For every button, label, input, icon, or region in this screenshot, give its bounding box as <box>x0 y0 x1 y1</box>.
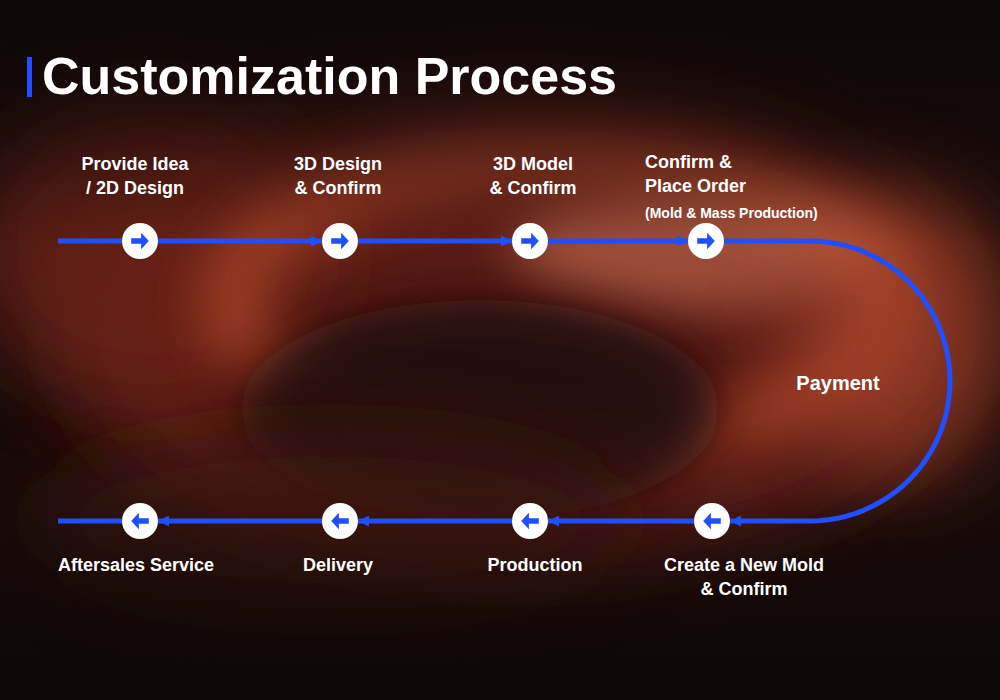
step-name: Confirm & Place Order <box>645 150 775 198</box>
step-name: 3D Design & Confirm <box>291 152 386 200</box>
arrow-icon <box>701 510 723 532</box>
arrow-icon-shape <box>131 513 149 530</box>
title-accent-bar <box>27 57 32 97</box>
flow-line <box>158 519 322 524</box>
arrow-icon <box>695 230 717 252</box>
step-name: Delivery <box>263 553 413 577</box>
arrow-icon-shape <box>521 233 539 250</box>
step-circle: 3D Model & Confirm <box>512 223 548 259</box>
step-circle: Provide Idea / 2D Design <box>122 223 158 259</box>
step-name: Create a New Mold & Confirm <box>660 553 828 601</box>
flow-line <box>548 519 694 524</box>
arrow-icon <box>519 230 541 252</box>
arrow-icon <box>129 230 151 252</box>
flow-line <box>724 241 950 521</box>
arrow-icon <box>129 510 151 532</box>
arrow-icon <box>519 510 541 532</box>
step-note: (Mold & Mass Production) <box>645 204 775 222</box>
flow-line <box>158 239 322 244</box>
step-circle: Aftersales Service <box>122 503 158 539</box>
step-circle: Delivery <box>322 503 358 539</box>
step-label: 3D Model & Confirm <box>489 152 577 200</box>
step-label: Create a New Mold & Confirm <box>660 553 828 601</box>
arrow-icon-shape <box>331 233 349 250</box>
step-label: 3D Design & Confirm <box>291 152 386 200</box>
arrow-icon-shape <box>521 513 539 530</box>
arrow-icon <box>329 230 351 252</box>
lead-out-line <box>58 519 122 524</box>
step-name: 3D Model & Confirm <box>489 152 577 200</box>
arrow-icon-shape <box>331 513 349 530</box>
step-label: Delivery <box>263 553 413 577</box>
arrow-icon-shape <box>703 513 721 530</box>
step-circle: 3D Design & Confirm <box>322 223 358 259</box>
step-circle: Create a New Mold & Confirm <box>694 503 730 539</box>
flow-line <box>358 239 512 244</box>
step-name: Aftersales Service <box>36 553 236 577</box>
step-circle: Confirm & Place Order(Mold & Mass Produc… <box>688 223 724 259</box>
step-name: Provide Idea / 2D Design <box>79 152 191 200</box>
step-label: Confirm & Place Order (Mold & Mass Produc… <box>645 150 775 222</box>
step-circle: Production <box>512 503 548 539</box>
step-label: Production <box>460 553 610 577</box>
step-label: Aftersales Service <box>36 553 236 577</box>
step-label: Provide Idea / 2D Design <box>79 152 191 200</box>
flow-line <box>548 239 688 244</box>
edge-label: Payment <box>796 370 879 396</box>
arrow-icon-shape <box>697 233 715 250</box>
arrow-icon-shape <box>131 233 149 250</box>
step-name: Production <box>460 553 610 577</box>
flow-line <box>358 519 512 524</box>
lead-in-line <box>58 239 122 244</box>
title: Customization Process <box>42 46 617 106</box>
arrow-icon <box>329 510 351 532</box>
